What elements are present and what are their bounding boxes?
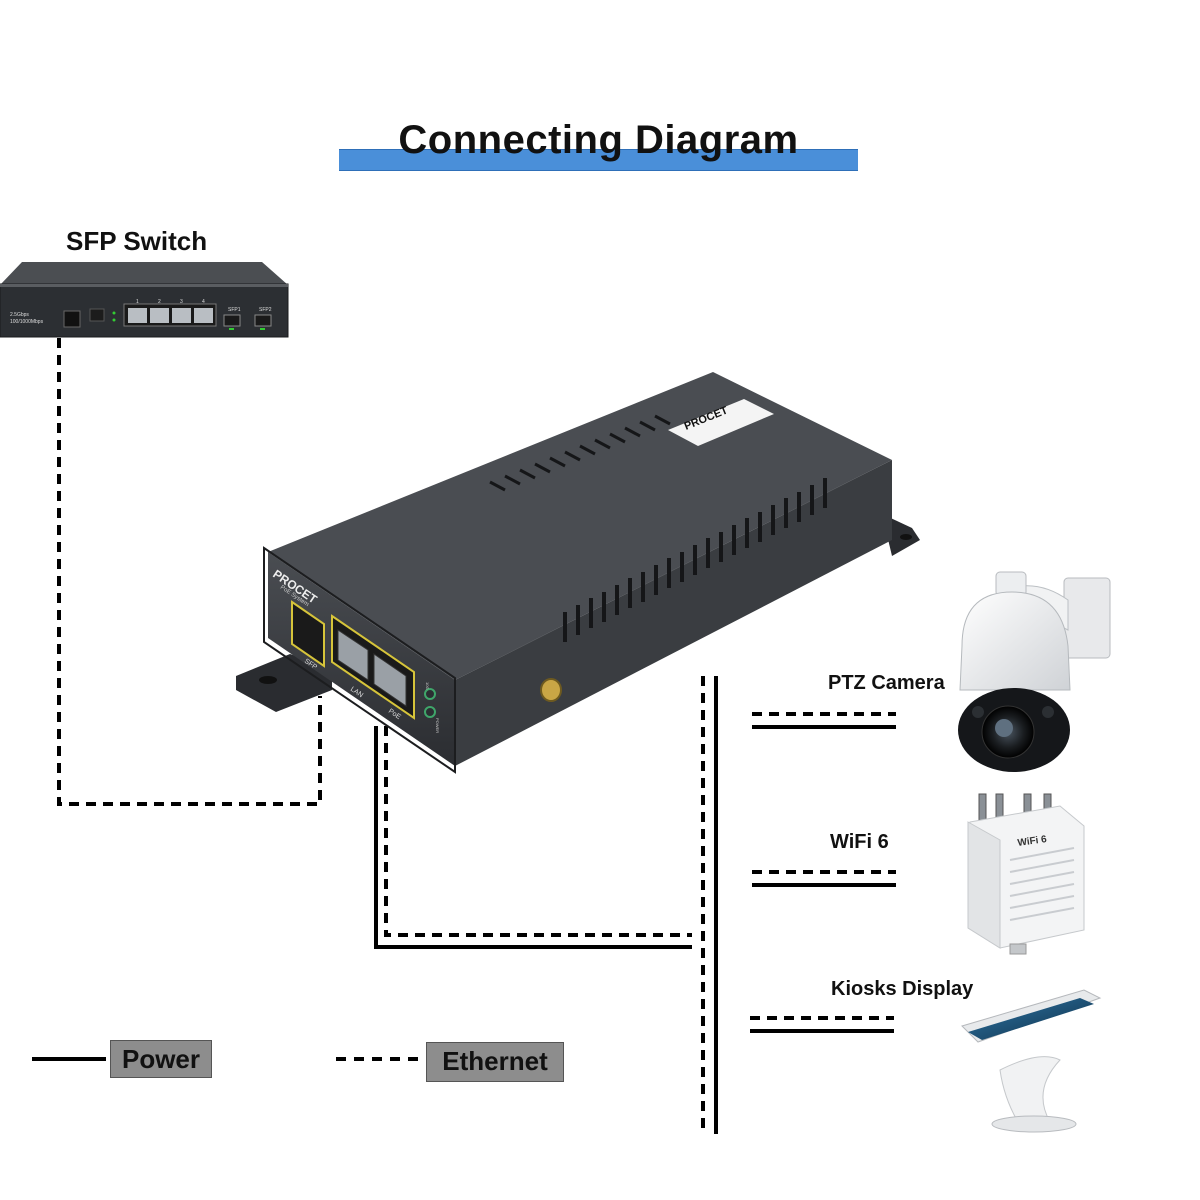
legend-power-label: Power	[110, 1040, 212, 1078]
power-line-injector	[374, 726, 692, 949]
switch-speed-2: 100/1000Mbps	[10, 319, 44, 325]
injector-top-vents	[489, 414, 671, 492]
wifi-connection	[752, 870, 896, 887]
switch-sfp2-label: SFP2	[259, 307, 272, 313]
poe-injector-device: PROCET PROCET PoE System SFP LAN PoE 10G…	[236, 372, 920, 774]
injector-top	[268, 372, 892, 680]
kiosk-screen	[968, 998, 1094, 1040]
mount-tab-left	[236, 654, 332, 712]
injector-led-10g-label: 10G	[425, 682, 430, 690]
switch-vlan-toggle	[89, 308, 105, 322]
switch-port-3: 3	[180, 299, 183, 305]
ethernet-line-switch-to-injector	[57, 338, 322, 806]
kiosk-base	[991, 1115, 1077, 1133]
injector-top-label	[668, 399, 774, 446]
switch-sfp2	[254, 314, 272, 327]
injector-ground-screw	[540, 678, 562, 702]
kiosk-label: Kiosks Display	[831, 978, 974, 1000]
injector-led-power-label: POWER	[435, 718, 440, 733]
camera-wall-mount	[1063, 577, 1111, 659]
switch-sfp1-label: SFP1	[228, 307, 241, 313]
wifi-fins	[1009, 847, 1075, 921]
sfp-switch-device: 2.5Gbps 100/1000Mbps 1 2 3 4 SFP1 SFP2	[0, 262, 289, 338]
kiosk-connection	[750, 1016, 894, 1033]
wifi-label: WiFi 6	[830, 831, 889, 853]
switch-dc-jack	[63, 310, 81, 328]
camera-label: PTZ Camera	[828, 672, 945, 694]
camera-housing	[959, 591, 1071, 691]
ptz-camera-device	[958, 571, 1111, 772]
kiosk-stand	[999, 1056, 1061, 1123]
injector-sfp-port	[291, 600, 325, 668]
switch-sfp1	[223, 314, 241, 327]
switch-port-1: 1	[136, 299, 139, 305]
injector-led-power	[424, 706, 436, 718]
camera-connection	[752, 712, 896, 729]
legend-ethernet-label: Ethernet	[426, 1042, 564, 1082]
switch-speed-1: 2.5Gbps	[10, 312, 29, 318]
switch-label: SFP Switch	[66, 226, 208, 256]
title-underline-bar	[339, 149, 858, 171]
switch-port-4: 4	[202, 299, 205, 305]
switch-port-2: 2	[158, 299, 161, 305]
diagram-title: Connecting Diagram	[398, 118, 799, 162]
injector-led-10g	[424, 688, 436, 700]
wifi-device-label: WiFi 6	[1017, 834, 1048, 849]
kiosk-display-device	[961, 989, 1102, 1133]
wifi6-ap-device: WiFi 6	[967, 793, 1085, 955]
injector-vents	[563, 478, 827, 642]
injector-side	[455, 460, 892, 766]
ethernet-line-injector	[384, 726, 692, 937]
